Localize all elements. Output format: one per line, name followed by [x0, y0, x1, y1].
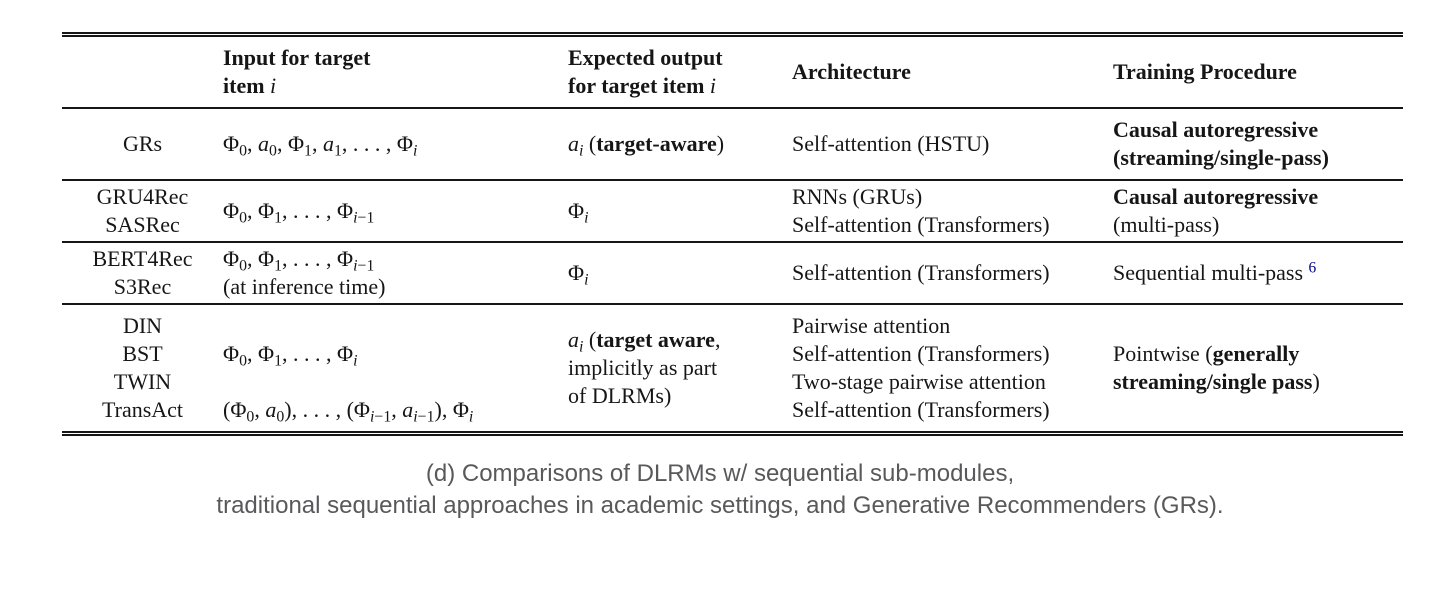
cell-training: Causal autoregressive(multi-pass)	[1113, 184, 1319, 237]
caption-line-2: traditional sequential approaches in aca…	[216, 492, 1224, 519]
cell-input: Φ0, Φ1, . . . , Φi−1(at inference time)	[223, 246, 386, 299]
cell-output: Φi	[568, 260, 589, 289]
cell-architecture: Self-attention (Transformers)	[792, 260, 1050, 285]
table-row-grs: GRs Φ0, a0, Φ1, a1, . . . , Φi ai (targe…	[62, 108, 1403, 180]
caption-line-1: (d) Comparisons of DLRMs w/ sequential s…	[425, 460, 1015, 487]
table-body: GRs Φ0, a0, Φ1, a1, . . . , Φi ai (targe…	[62, 108, 1403, 434]
cell-models: GRs	[122, 131, 163, 156]
cell-architecture: Self-attention (HSTU)	[792, 131, 990, 156]
cell-training: Causal autoregressive(streaming/single-p…	[1113, 117, 1329, 170]
col-header-models	[62, 35, 223, 109]
cell-input: Φ0, a0, Φ1, a1, . . . , Φi	[223, 131, 418, 160]
cell-output: ai (target-aware)	[568, 131, 725, 160]
figure-caption: (d) Comparisons of DLRMs w/ sequential s…	[0, 458, 1440, 522]
cell-input: Φ0, Φ1, . . . , Φi−1	[223, 198, 375, 227]
cell-training: Sequential multi-pass 6	[1113, 259, 1317, 285]
cell-output: Φi	[568, 198, 589, 227]
col-header-training: Training Procedure	[1113, 59, 1297, 84]
cell-architecture: RNNs (GRUs)Self-attention (Transformers)	[792, 184, 1050, 237]
footnote-ref[interactable]: 6	[1308, 259, 1317, 277]
col-header-architecture: Architecture	[792, 59, 911, 84]
cell-input: Φ0, Φ1, . . . , Φi(Φ0, a0), . . . , (Φi−…	[223, 341, 474, 426]
